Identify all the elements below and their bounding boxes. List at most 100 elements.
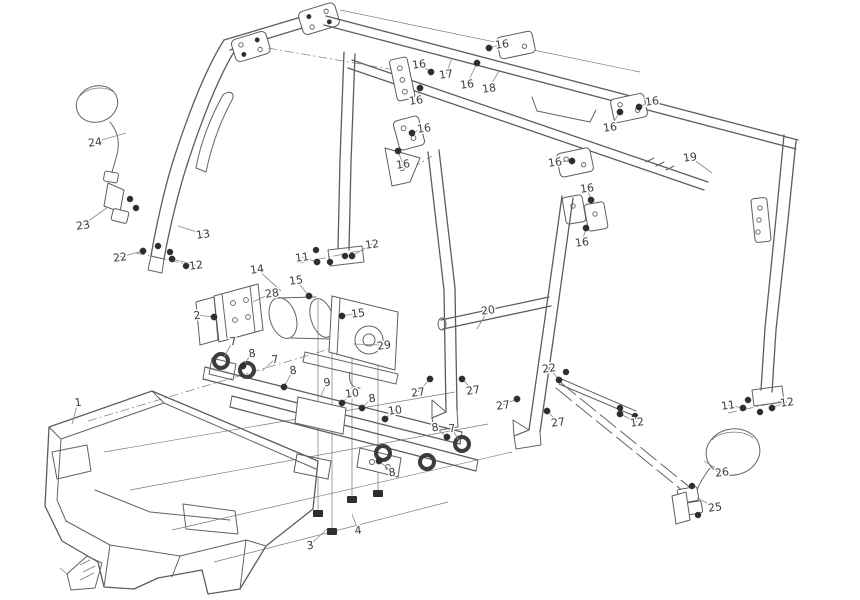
part-callout-11: 11: [719, 397, 747, 414]
part-callout-27: 27: [543, 407, 567, 431]
diagram-line: [556, 147, 594, 178]
part-callout-22: 22: [111, 247, 147, 266]
roll-cage: [147, 2, 799, 501]
diagram-line: [337, 51, 345, 249]
diagram-line: [177, 225, 204, 235]
mirror-head: [705, 428, 761, 476]
fastener-dot: [443, 433, 451, 441]
part-callout-12: 12: [348, 236, 381, 260]
part-number-label: 23: [75, 218, 91, 233]
diagram-line: [306, 14, 312, 20]
part-callout-16: 16: [407, 84, 425, 109]
diagram-line: [132, 204, 140, 212]
diagram-line: [71, 401, 79, 425]
part-number-label: 12: [188, 258, 204, 273]
part-number-label: 7: [448, 422, 457, 436]
bolt-head: [327, 528, 337, 535]
diagram-line: [561, 194, 587, 225]
part-number-label: 8: [368, 392, 377, 406]
part-number-label: 3: [306, 539, 315, 553]
diagram-line: [323, 24, 797, 150]
diagram-line: [241, 51, 247, 57]
diagram-line: [539, 197, 574, 433]
part-number-label: 22: [541, 361, 557, 376]
part-number-label: 1: [74, 396, 83, 410]
bolt-head: [347, 496, 357, 503]
fastener-dot: [394, 147, 402, 155]
diagram-line: [245, 314, 251, 320]
diagram-line: [512, 419, 530, 437]
diagram-line: [400, 125, 407, 132]
part-callout-8: 8: [358, 390, 378, 412]
fastener-dot: [168, 255, 176, 263]
fastener-dot: [381, 415, 389, 423]
diagram-line: [427, 151, 447, 413]
part-callout-8: 8: [239, 345, 258, 370]
diagram-line: [294, 396, 347, 435]
diagram-line: [103, 170, 119, 184]
diagram-line: [110, 208, 130, 224]
diagram-line: [397, 65, 403, 72]
diagram-line: [163, 402, 317, 470]
fastener-dot: [348, 252, 356, 260]
diagram-line: [513, 429, 542, 450]
fastener-dot: [280, 383, 288, 391]
diagram-line: [727, 398, 793, 414]
diagram-line: [94, 132, 127, 143]
part-callout-16: 16: [573, 224, 591, 251]
diagram-line: [119, 250, 144, 258]
part-number-label: 8: [248, 347, 257, 361]
diagram-line: [616, 404, 624, 412]
front-frame-crossmember: [202, 352, 479, 535]
part-callout-7: 7: [446, 420, 461, 444]
bolt-head: [373, 490, 383, 497]
diagram-line: [442, 305, 552, 330]
fastener-dot: [426, 375, 434, 383]
part-number-label: 15: [288, 273, 304, 288]
rubber-bushing: [212, 352, 230, 370]
winch-drum-housing: [328, 295, 399, 371]
diagram-line: [496, 30, 536, 60]
part-number-label: 27: [495, 398, 511, 413]
diagram-line: [293, 453, 332, 480]
fastener-dot: [473, 59, 481, 67]
fastener-dot: [485, 44, 493, 52]
diagram-line: [94, 489, 231, 521]
diagram-line: [309, 528, 328, 546]
part-number-label: 16: [644, 94, 660, 109]
diagram-line: [56, 438, 67, 522]
left-mirror: [75, 85, 140, 224]
fastener-dot: [768, 404, 776, 412]
part-callout-27: 27: [458, 375, 482, 399]
part-number-label: 16: [547, 155, 563, 170]
part-callout-15: 15: [338, 305, 367, 322]
diagram-line: [528, 195, 563, 431]
fastener-dot: [416, 84, 424, 92]
fastener-dot: [616, 108, 624, 116]
part-number-label: 16: [574, 235, 590, 250]
part-number-label: 9: [323, 376, 332, 390]
part-number-label: 22: [112, 250, 128, 265]
diagram-line: [341, 252, 349, 260]
diagram-line: [756, 408, 764, 416]
diagram-line: [166, 248, 174, 256]
winch-mount-channel: [213, 283, 264, 343]
diagram-line: [171, 258, 197, 266]
diagram-line: [231, 31, 271, 63]
part-callout-8: 8: [375, 457, 398, 481]
diagram-line: [243, 297, 249, 303]
diagram-line: [267, 47, 396, 71]
fastener-dot: [568, 157, 576, 165]
part-number-label: 27: [410, 385, 426, 400]
diagram-line: [771, 140, 797, 393]
diagram-line: [336, 297, 341, 356]
diagram-line: [147, 255, 165, 274]
diagram-line: [431, 399, 447, 419]
diagram-line: [59, 567, 68, 575]
fastener-dot: [616, 410, 624, 418]
part-number-label: 11: [294, 250, 310, 265]
loose-hardware: [154, 242, 764, 420]
diagram-line: [352, 343, 385, 346]
diagram-line: [556, 376, 637, 412]
